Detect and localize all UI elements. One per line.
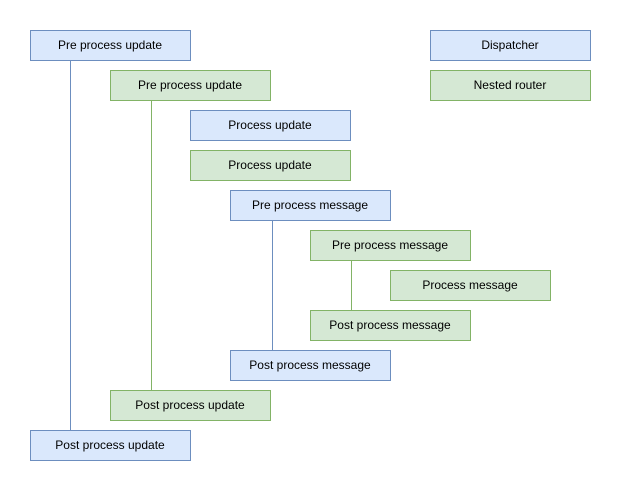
box-shape — [310, 310, 471, 341]
box-shape — [310, 230, 471, 261]
node-pre-process-update[interactable]: Pre process update — [30, 30, 191, 61]
box-label: Post process message — [329, 318, 451, 332]
box-shape — [430, 70, 591, 101]
box-shape — [390, 270, 551, 301]
box-label: Process message — [422, 278, 518, 292]
edges-layer — [70, 60, 352, 430]
node-process-update[interactable]: Process update — [190, 110, 351, 141]
box-shape — [190, 150, 351, 181]
node-post-process-update[interactable]: Post process update — [30, 430, 191, 461]
box-label: Post process update — [55, 438, 165, 452]
box-label: Nested router — [474, 78, 547, 92]
box-label: Pre process update — [138, 78, 242, 92]
box-label: Process update — [228, 118, 312, 132]
node-pre-process-message[interactable]: Pre process message — [230, 190, 391, 221]
node-post-process-message[interactable]: Post process message — [310, 310, 471, 341]
box-shape — [230, 350, 391, 381]
node-pre-process-message[interactable]: Pre process message — [310, 230, 471, 261]
legend-item-dispatcher[interactable]: Dispatcher — [430, 30, 591, 61]
box-label: Pre process update — [58, 38, 162, 52]
box-label: Process update — [228, 158, 312, 172]
node-post-process-update[interactable]: Post process update — [110, 390, 271, 421]
box-label: Pre process message — [332, 238, 448, 252]
box-label: Post process message — [249, 358, 371, 372]
box-shape — [110, 390, 271, 421]
node-pre-process-update[interactable]: Pre process update — [110, 70, 271, 101]
legend-item-nested-router[interactable]: Nested router — [430, 70, 591, 101]
box-label: Pre process message — [252, 198, 368, 212]
node-process-update[interactable]: Process update — [190, 150, 351, 181]
box-label: Post process update — [135, 398, 245, 412]
box-shape — [30, 30, 191, 61]
node-process-message[interactable]: Process message — [390, 270, 551, 301]
box-shape — [230, 190, 391, 221]
box-label: Dispatcher — [481, 38, 538, 52]
box-shape — [110, 70, 271, 101]
box-shape — [30, 430, 191, 461]
box-shape — [190, 110, 351, 141]
node-post-process-message[interactable]: Post process message — [230, 350, 391, 381]
box-shape — [430, 30, 591, 61]
